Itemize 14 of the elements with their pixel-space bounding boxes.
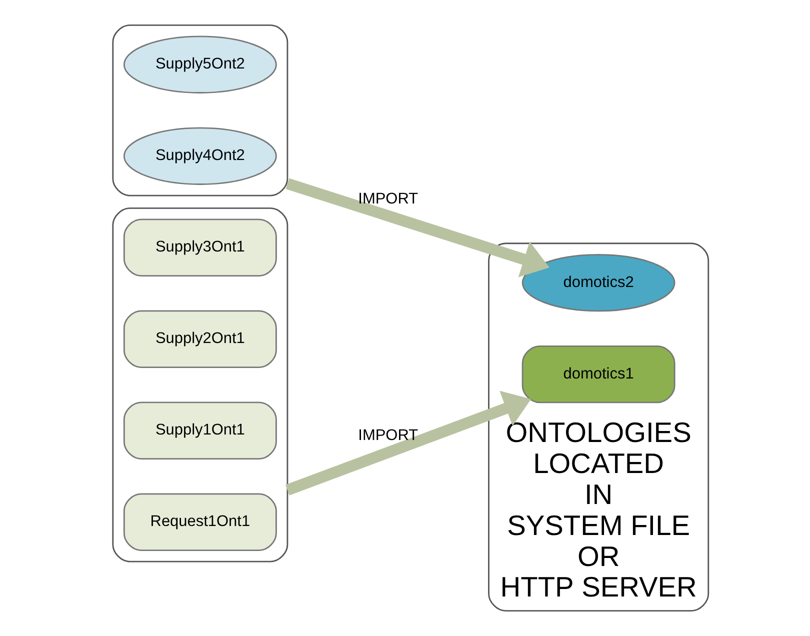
node-box: Supply2Ont1 [123,310,277,368]
cluster [112,207,288,562]
node-box: Supply1Ont1 [123,402,277,460]
cluster [112,24,288,196]
arrow [285,390,532,496]
node-ellipse: domotics2 [522,254,676,312]
edge-label: IMPORT [358,190,418,208]
node-box: Request1Ont1 [123,493,277,551]
node-box: domotics1 [522,345,676,404]
edge-label: IMPORT [358,427,418,444]
node-ellipse: Supply4Ont2 [123,127,277,185]
arrow [286,178,550,278]
node-box: Supply3Ont1 [123,218,277,276]
node-ellipse: Supply5Ont2 [123,36,277,94]
